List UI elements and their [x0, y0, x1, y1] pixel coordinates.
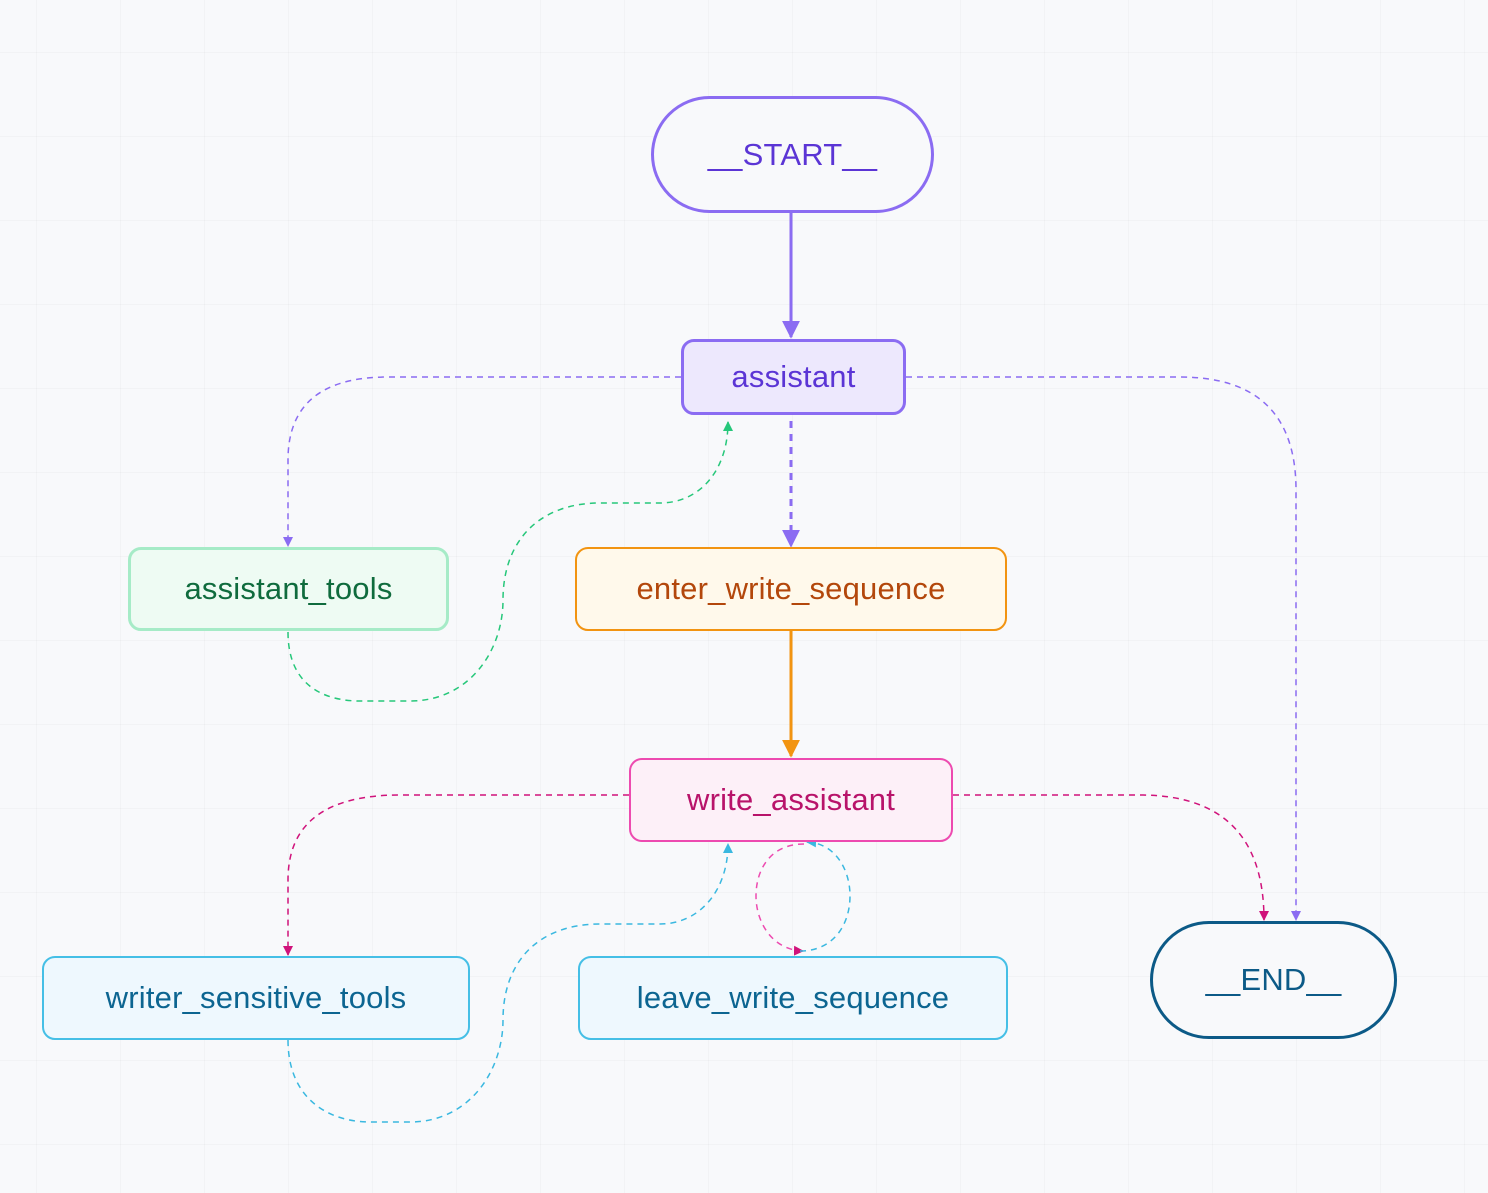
edge-assistant-to-end	[906, 376, 1301, 921]
edge-assistant-to-assistant-tools	[283, 376, 681, 547]
edge-assistant-tools-to-assistant	[287, 421, 733, 702]
edge-write-assistant-to-leave-write-sequence	[755, 843, 805, 956]
node-assistant[interactable]: assistant	[681, 339, 906, 415]
node-leave-write-sequence-label: leave_write_sequence	[636, 980, 950, 1015]
node-end-label: __END__	[1205, 962, 1342, 997]
node-assistant-label: assistant	[731, 359, 856, 394]
node-write-assistant[interactable]: write_assistant	[629, 758, 953, 842]
node-enter-write-sequence[interactable]: enter_write_sequence	[575, 547, 1007, 631]
node-enter-write-sequence-label: enter_write_sequence	[636, 571, 946, 606]
node-assistant-tools-label: assistant_tools	[184, 571, 393, 606]
node-start-label: __START__	[707, 136, 878, 172]
edge-write-assistant-to-end	[953, 794, 1269, 921]
edge-leave-write-sequence-to-write-assistant	[799, 837, 851, 952]
edge-writer-sensitive-tools-to-write-assistant	[287, 843, 733, 1123]
node-end[interactable]: __END__	[1150, 921, 1397, 1039]
node-assistant-tools[interactable]: assistant_tools	[128, 547, 449, 631]
node-writer-sensitive-tools[interactable]: writer_sensitive_tools	[42, 956, 470, 1040]
edge-write-assistant-to-writer-sensitive-tools	[283, 794, 629, 956]
node-writer-sensitive-tools-label: writer_sensitive_tools	[105, 980, 407, 1015]
node-write-assistant-label: write_assistant	[686, 782, 896, 817]
node-leave-write-sequence[interactable]: leave_write_sequence	[578, 956, 1008, 1040]
node-start[interactable]: __START__	[651, 96, 934, 213]
